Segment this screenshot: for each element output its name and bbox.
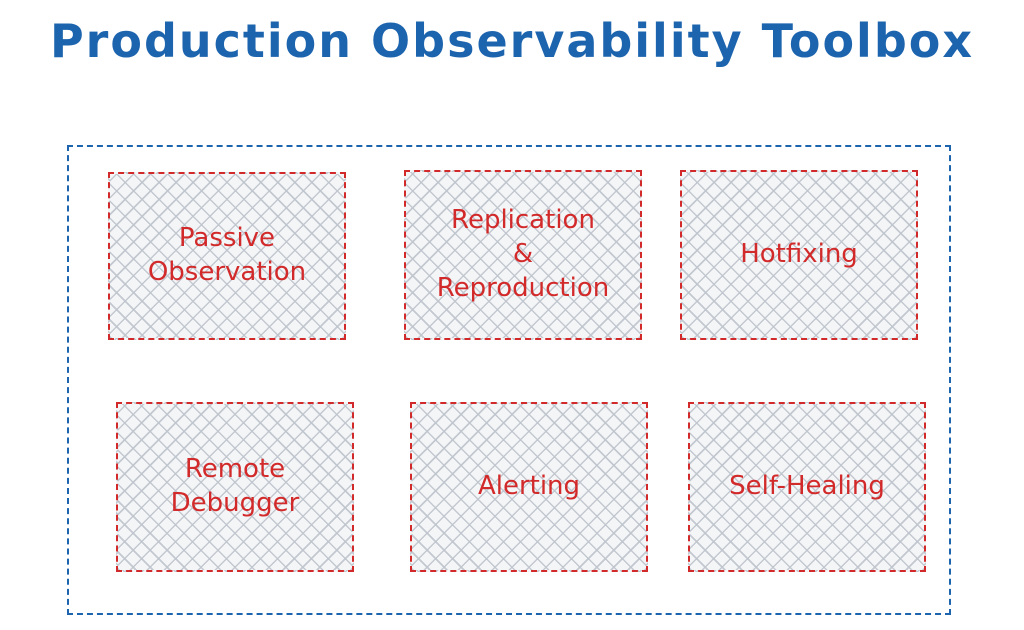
card-remote-debugger: Remote Debugger: [116, 402, 354, 572]
card-self-healing: Self-Healing: [688, 402, 926, 572]
diagram-title: Production Observability Toolbox: [49, 14, 975, 68]
card-replication-reproduction: Replication & Reproduction: [404, 170, 642, 340]
card-hotfixing: Hotfixing: [680, 170, 918, 340]
card-label: Remote Debugger: [170, 454, 300, 518]
card-alerting: Alerting: [410, 402, 648, 572]
card-label: Hotfixing: [740, 239, 858, 270]
card-label: Alerting: [477, 471, 581, 502]
card-label: Passive Observation: [147, 223, 307, 287]
toolbox-container: [67, 145, 951, 615]
card-label: Self-Healing: [729, 471, 885, 502]
card-label: Replication & Reproduction: [436, 205, 610, 303]
card-passive-observation: Passive Observation: [108, 172, 346, 340]
